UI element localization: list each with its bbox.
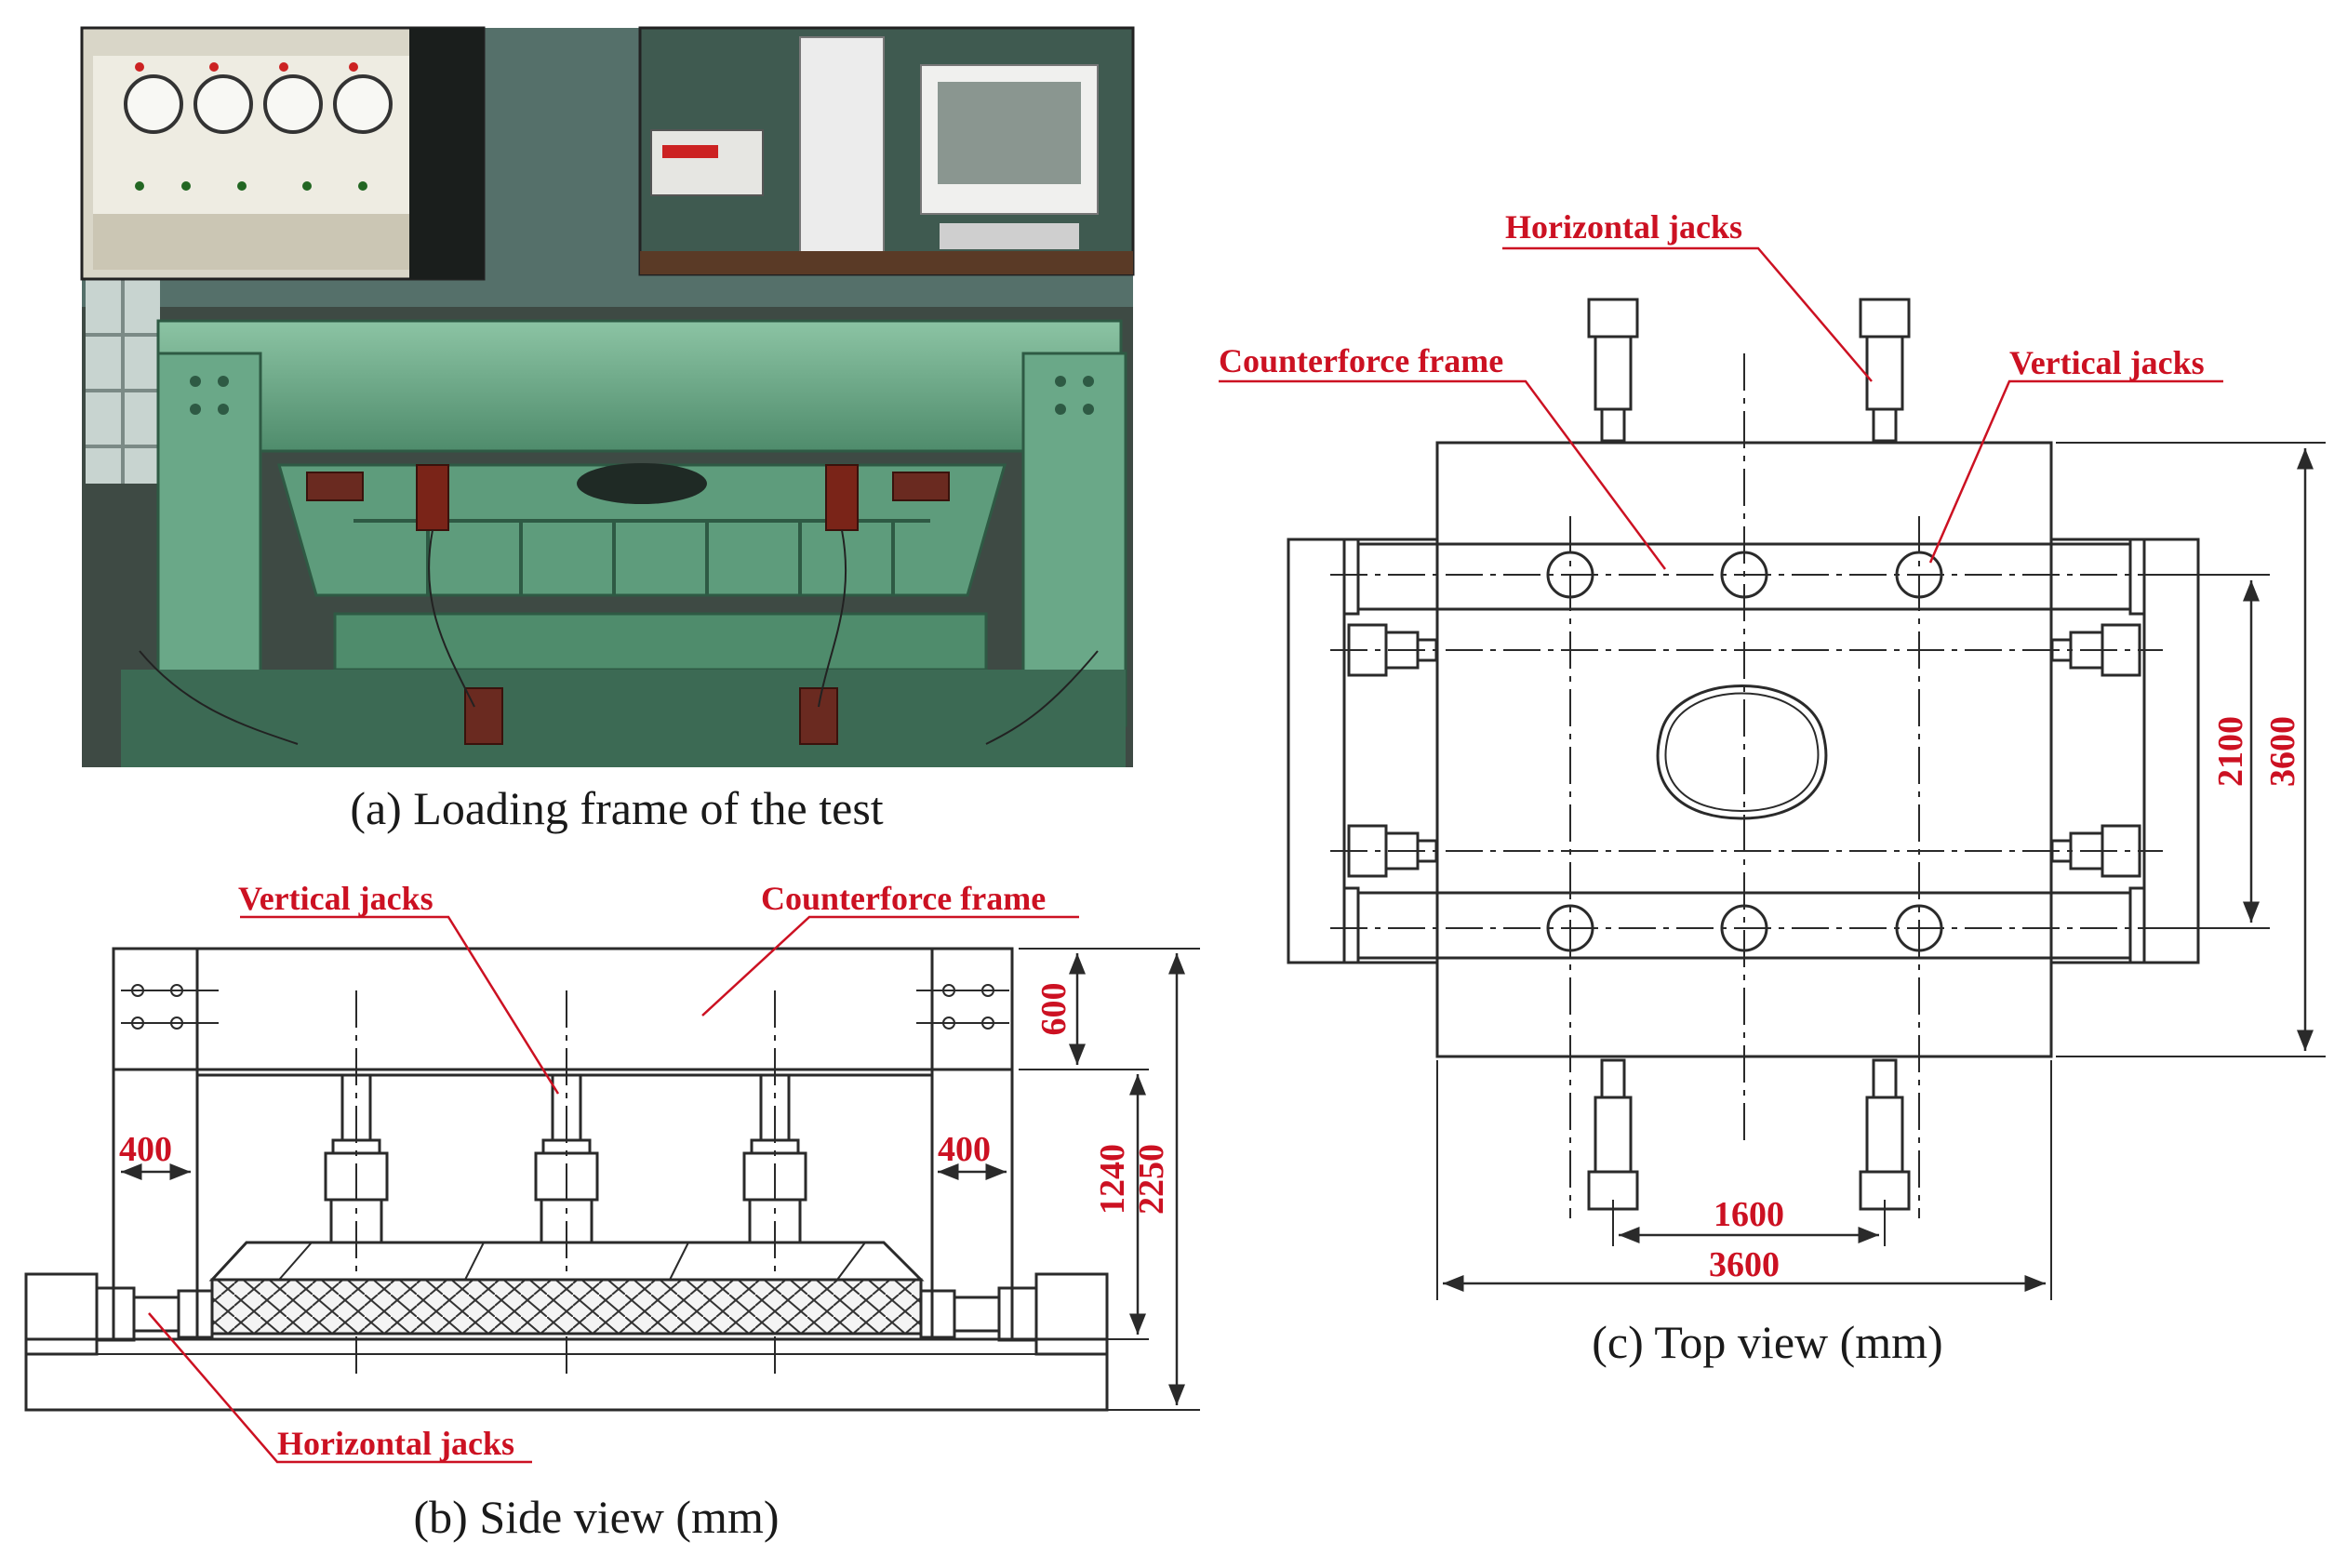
side-dim-600: 600 bbox=[1034, 983, 1074, 1036]
photo-base bbox=[121, 670, 1126, 767]
side-dim-2250: 2250 bbox=[1132, 1144, 1171, 1215]
caption-a: (a) Loading frame of the test bbox=[350, 782, 883, 834]
photo-lower-plate bbox=[333, 612, 988, 671]
top-dim-2100: 2100 bbox=[2211, 716, 2250, 787]
side-dim-1240: 1240 bbox=[1093, 1144, 1132, 1215]
top-right-plate bbox=[2142, 538, 2200, 964]
top-center-lines bbox=[1330, 353, 2163, 1218]
photo-plate-hole bbox=[577, 463, 707, 504]
top-view-drawing bbox=[1219, 246, 2326, 1300]
top-dimension-lines bbox=[1436, 442, 2326, 1300]
photo-frame-left-column bbox=[156, 352, 262, 727]
top-label-horizontal-jacks: Horizontal jacks bbox=[1505, 208, 1742, 246]
caption-b: (b) Side view (mm) bbox=[414, 1491, 780, 1543]
caption-c: (c) Top view (mm) bbox=[1592, 1316, 1942, 1368]
side-leader-lines bbox=[148, 915, 1079, 1464]
photo-bolts bbox=[190, 376, 1094, 415]
side-dimension-lines bbox=[121, 948, 1200, 1411]
top-dim-1600: 1600 bbox=[1714, 1195, 1784, 1234]
top-label-vertical-jacks: Vertical jacks bbox=[2009, 344, 2205, 381]
side-dim-400-left: 400 bbox=[119, 1130, 172, 1169]
top-leader-lines bbox=[1219, 246, 2223, 570]
top-tunnel-opening bbox=[1656, 684, 1828, 820]
photo-frame-beam bbox=[156, 319, 1123, 453]
photo-panel bbox=[80, 26, 1135, 767]
side-bolt-symbols bbox=[121, 984, 1009, 1030]
photo-inset-computer bbox=[638, 26, 1135, 276]
photo-cables bbox=[139, 529, 1099, 745]
photo-inset-control-panel bbox=[80, 26, 486, 281]
side-label-vertical-jacks: Vertical jacks bbox=[238, 880, 433, 917]
side-base bbox=[24, 1337, 1109, 1412]
side-horizontal-jacks bbox=[24, 1272, 1109, 1356]
side-model-specimen bbox=[210, 1278, 923, 1335]
top-dim-3600-horizontal: 3600 bbox=[1709, 1245, 1780, 1284]
top-left-plate bbox=[1287, 538, 1346, 964]
side-label-horizontal-jacks: Horizontal jacks bbox=[277, 1425, 514, 1462]
top-end-horizontal-jacks bbox=[1587, 298, 1911, 1211]
top-label-counterforce-frame: Counterforce frame bbox=[1219, 342, 1503, 379]
top-dim-3600-vertical: 3600 bbox=[2263, 716, 2302, 787]
side-label-counterforce-frame: Counterforce frame bbox=[761, 880, 1046, 917]
side-dim-400-right: 400 bbox=[938, 1130, 991, 1169]
photo-jacks bbox=[306, 464, 950, 745]
side-view-drawing bbox=[24, 915, 1200, 1464]
side-counterforce-beam bbox=[112, 947, 1014, 1071]
side-vertical-jacks bbox=[324, 1073, 807, 1244]
photo-loading-plate bbox=[277, 463, 1007, 597]
